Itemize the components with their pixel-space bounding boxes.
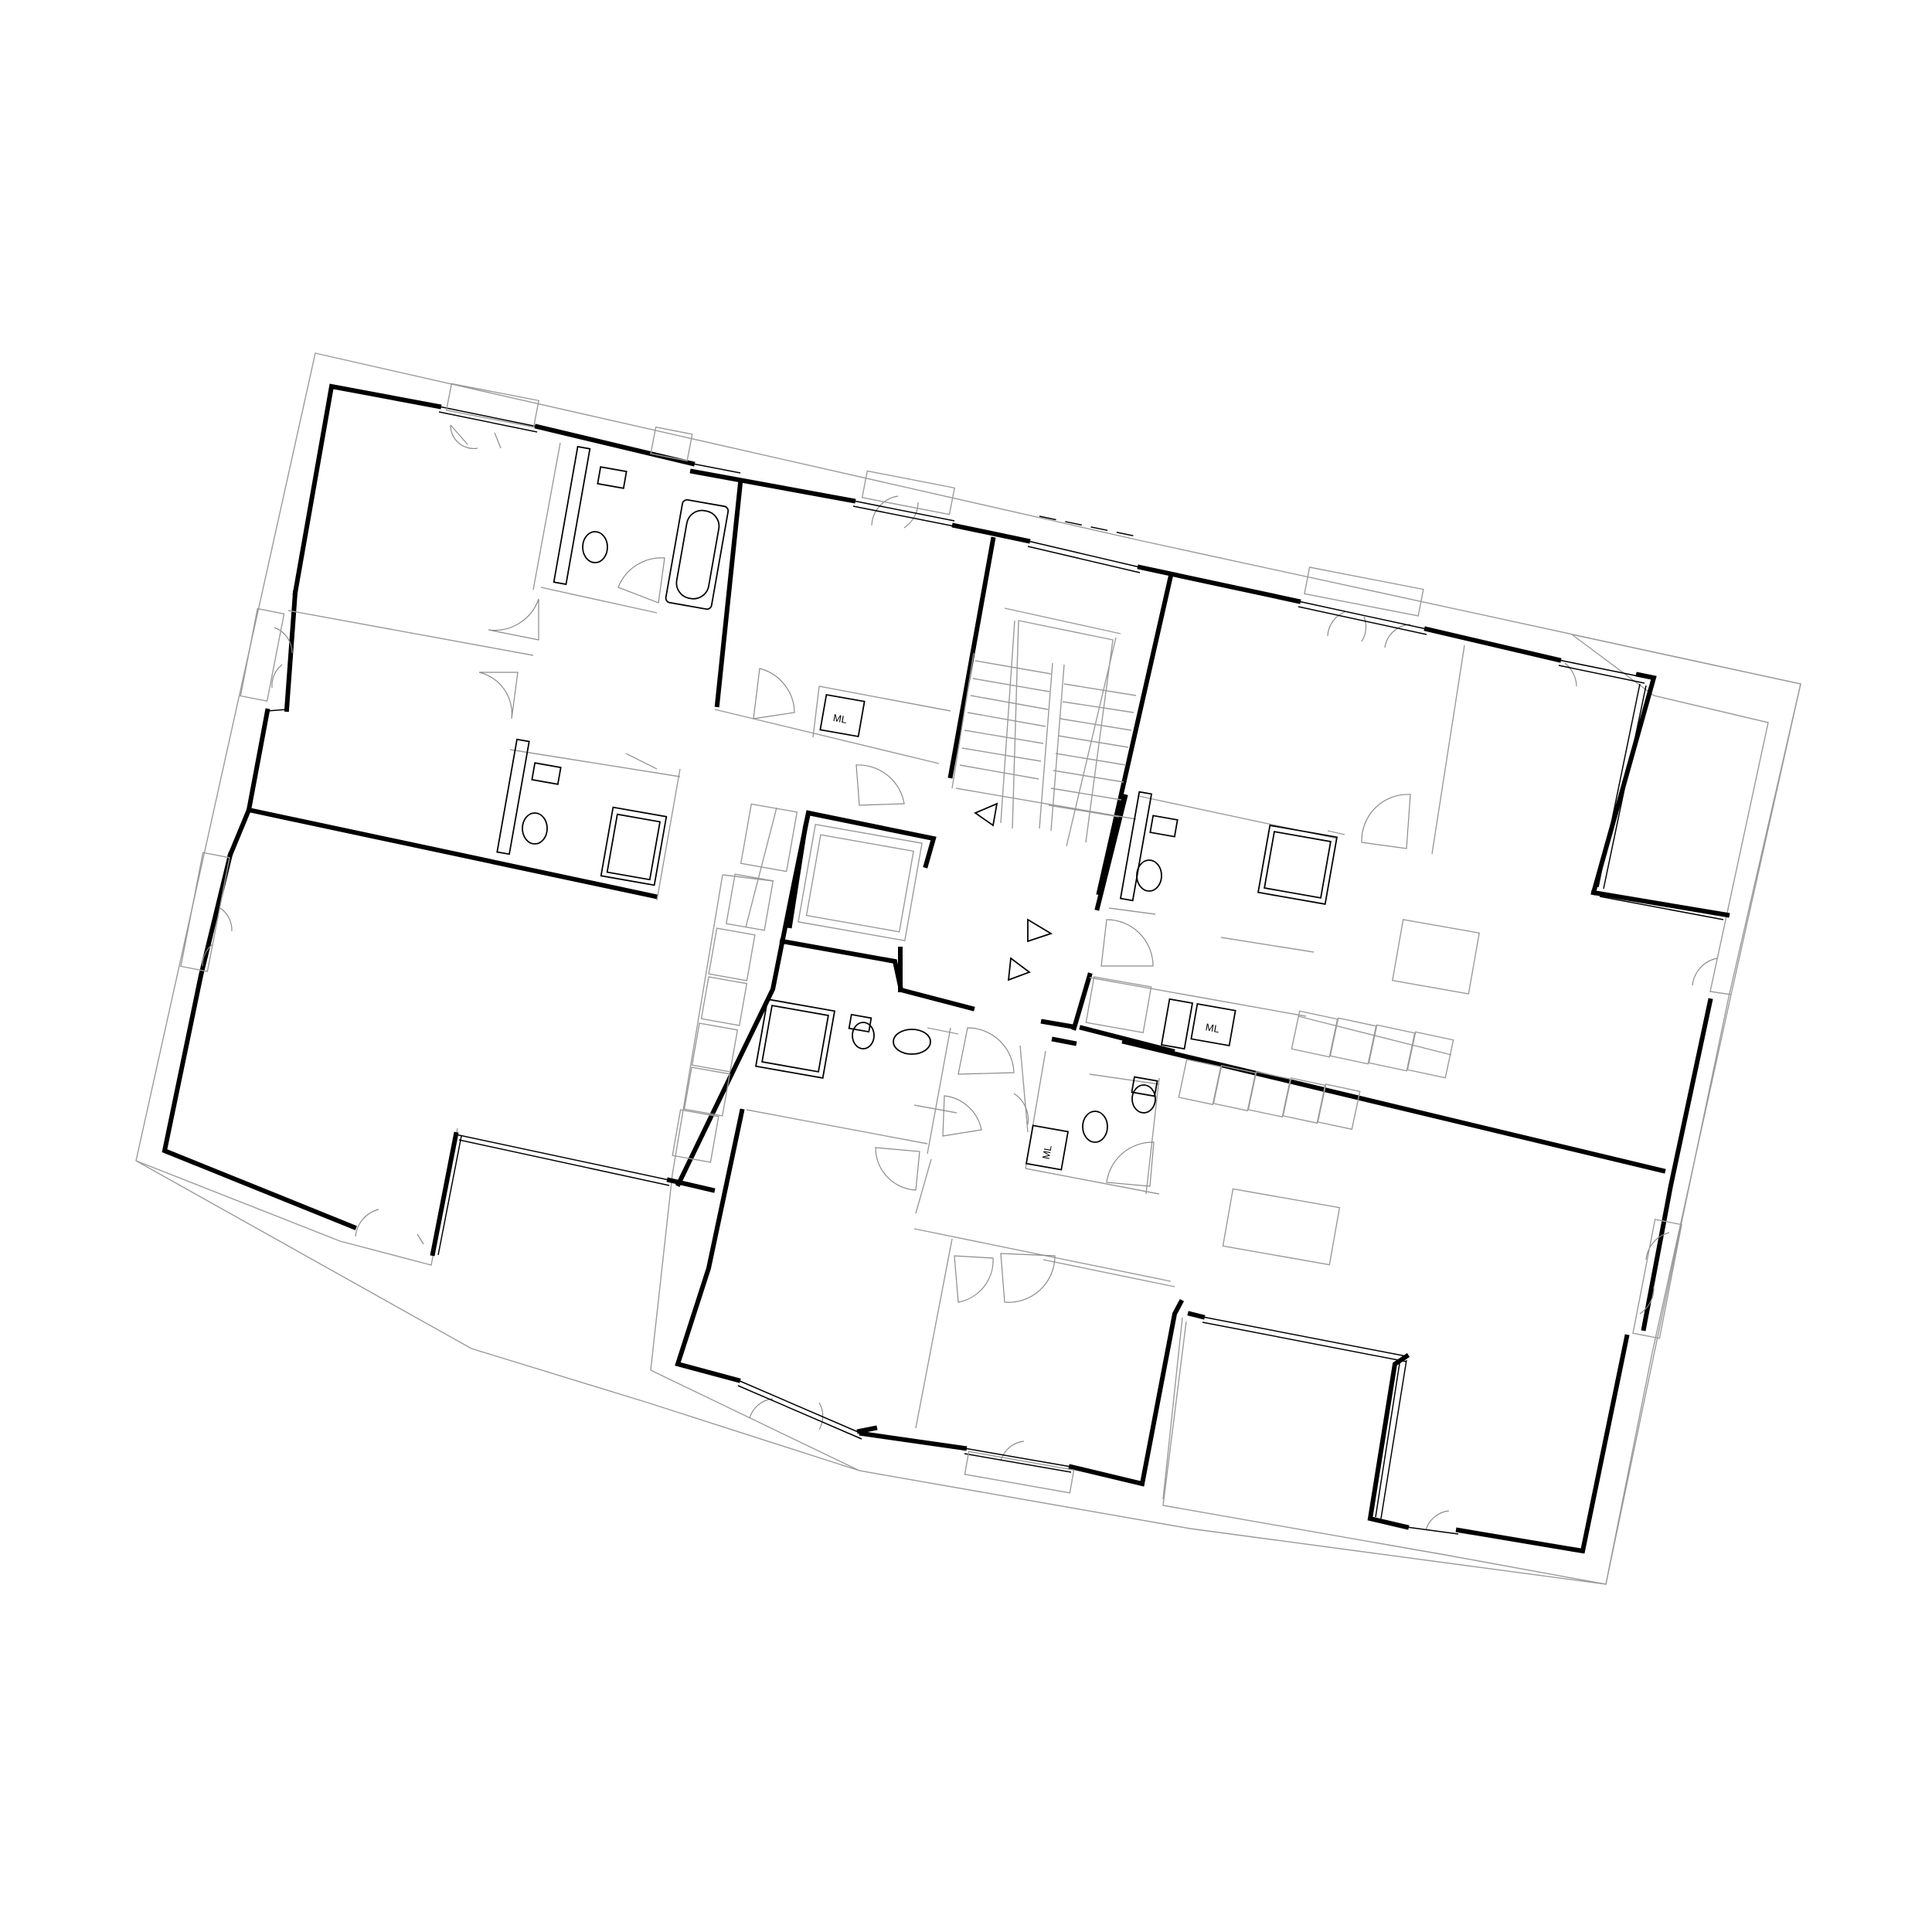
washing-machine-label: ML bbox=[832, 712, 848, 726]
bath-fixtures bbox=[600, 498, 1338, 1080]
storage-units bbox=[672, 803, 1454, 1163]
shafts bbox=[496, 445, 1194, 1050]
washing-machine-labels: ML ML ML bbox=[832, 712, 1220, 1160]
toilets-sinks bbox=[522, 466, 1179, 1143]
stair-treads bbox=[959, 660, 1137, 832]
elevator-shaft bbox=[798, 824, 923, 941]
washing-machine-boxes bbox=[819, 693, 1236, 1171]
tables bbox=[1222, 919, 1480, 1266]
walls bbox=[162, 383, 1730, 1554]
doors bbox=[202, 424, 1718, 1531]
slab-outline bbox=[135, 352, 1801, 1585]
windows bbox=[180, 383, 1724, 1535]
balconies bbox=[135, 634, 1801, 1585]
staircase bbox=[951, 620, 1137, 843]
washing-machine-label: ML bbox=[1040, 1145, 1054, 1160]
direction-arrows bbox=[974, 802, 1053, 981]
washing-machine-label: ML bbox=[1205, 1021, 1220, 1035]
